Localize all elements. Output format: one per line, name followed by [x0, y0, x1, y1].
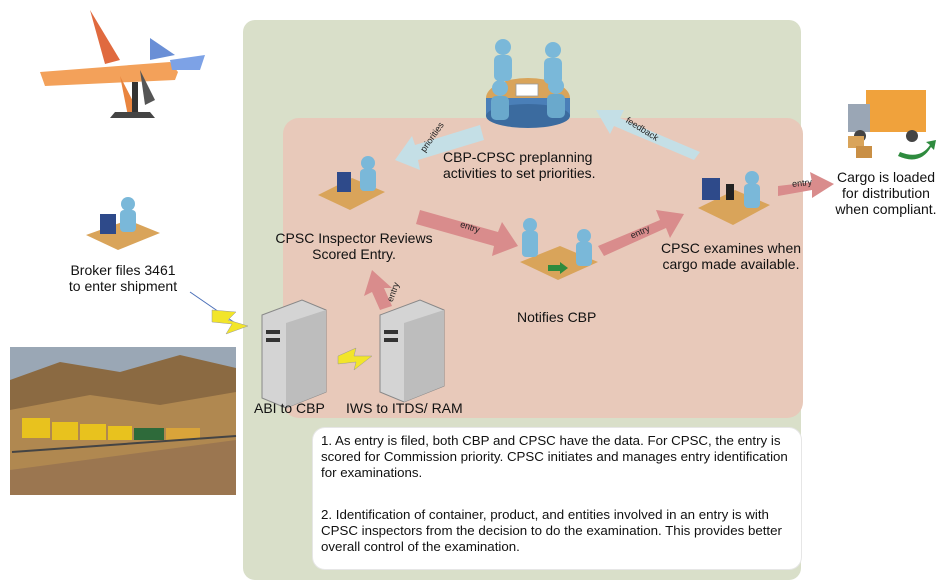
entry-arrow-iws-to-inspector: [364, 270, 392, 310]
broker-workstation-icon: [86, 197, 160, 250]
note-2: 2. Identification of container, product,…: [321, 507, 782, 554]
note-1: 1. As entry is filed, both CBP and CPSC …: [321, 433, 788, 480]
priorities-arrow: [395, 125, 484, 170]
truck-icon: [848, 90, 936, 160]
entry-arrow-label-to-cargo: entry: [791, 176, 813, 190]
inspector-label: CPSC Inspector Reviews Scored Entry.: [275, 230, 433, 262]
feedback-arrow: [596, 110, 700, 160]
entry-arrow-notifies-to-examines: [598, 210, 684, 256]
meeting-table-icon: [486, 39, 570, 128]
iws-label: IWS to ITDS/ RAM: [346, 400, 463, 416]
lightning-icon-abi-iws: [337, 347, 373, 371]
cargo-label: Cargo is loaded for distribution when co…: [835, 169, 937, 217]
entry-arrow-examines-to-cargo: [778, 172, 834, 198]
notifies-meeting-icon: [520, 218, 598, 280]
abi-label: ABI to CBP: [254, 400, 325, 416]
broker-label: Broker files 3461 to enter shipment: [68, 262, 178, 294]
examines-label: CPSC examines when cargo made available.: [660, 240, 802, 272]
inspector-workstation-icon: [318, 156, 385, 210]
preplanning-label: CBP-CPSC preplanning activities to set p…: [443, 149, 596, 181]
airplane-icon: [40, 10, 205, 118]
train-photo: [10, 347, 237, 495]
abi-server-icon: [261, 299, 327, 409]
notifies-label: Notifies CBP: [517, 309, 597, 325]
entry-arrow-inspector-to-notifies: [416, 210, 518, 256]
lightning-icon-broker-abi: [189, 291, 249, 335]
notes-box: [313, 428, 801, 569]
lab-examiner-icon: [698, 171, 770, 225]
iws-server-icon: [379, 299, 445, 403]
